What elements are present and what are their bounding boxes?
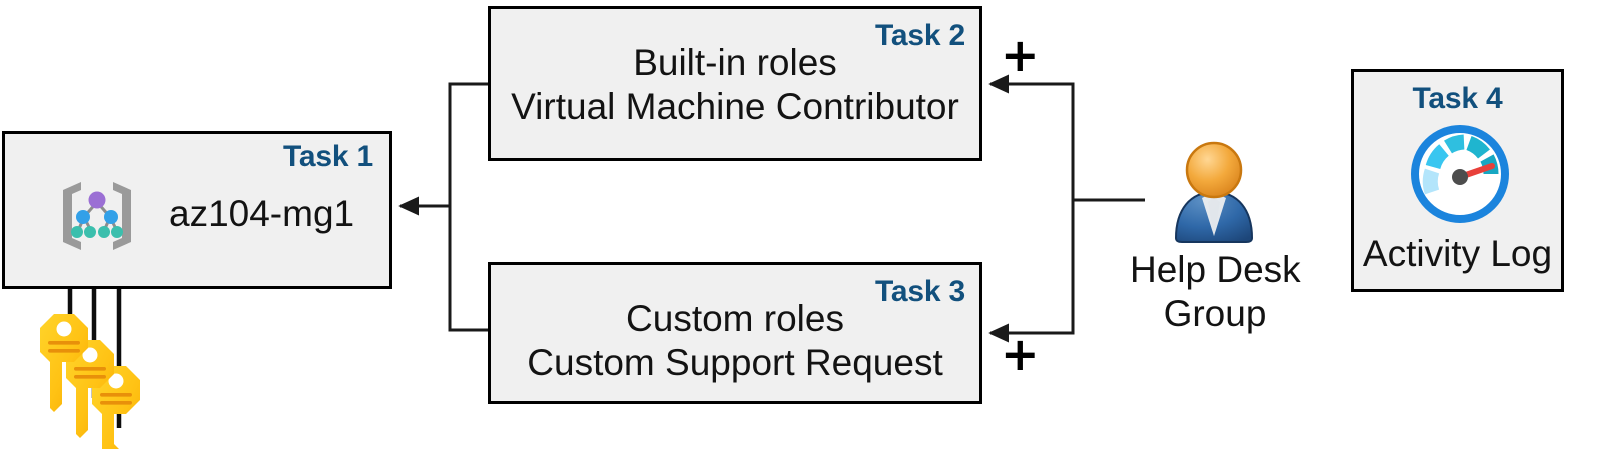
task-2-box[interactable]: Task 2 Built-in roles Virtual Machine Co…	[488, 6, 982, 161]
task-2-line-2: Virtual Machine Contributor	[511, 86, 959, 127]
task-4-box[interactable]: Task 4 Activity Log	[1351, 69, 1564, 292]
task-3-box[interactable]: Task 3 Custom roles Custom Support Reque…	[488, 262, 982, 404]
task-4-badge: Task 4	[1412, 82, 1503, 115]
activity-log-gauge-icon	[1410, 124, 1510, 224]
help-desk-label-line-1: Help Desk	[1130, 249, 1301, 290]
task-4-label: Activity Log	[1362, 233, 1553, 274]
task-1-badge: Task 1	[283, 140, 373, 173]
task-1-box[interactable]: Task 1	[2, 131, 392, 289]
task-2-badge: Task 2	[875, 19, 965, 52]
plus-top-icon: +	[1001, 28, 1040, 82]
task-3-line-1: Custom roles	[626, 298, 844, 339]
task-2-line-1: Built-in roles	[633, 42, 837, 83]
left-bus-connector	[398, 82, 488, 332]
task-3-badge: Task 3	[875, 275, 965, 308]
user-group-icon	[1162, 140, 1266, 244]
help-desk-bus-connector	[988, 74, 1145, 343]
keys-icon	[36, 310, 166, 449]
help-desk-group[interactable]: Help Desk Group	[1130, 140, 1301, 340]
task-3-line-2: Custom Support Request	[527, 342, 943, 383]
plus-bottom-icon: +	[1001, 327, 1040, 381]
task-1-label: az104-mg1	[169, 193, 355, 234]
management-group-icon	[51, 176, 143, 256]
help-desk-label-line-2: Group	[1163, 293, 1267, 334]
